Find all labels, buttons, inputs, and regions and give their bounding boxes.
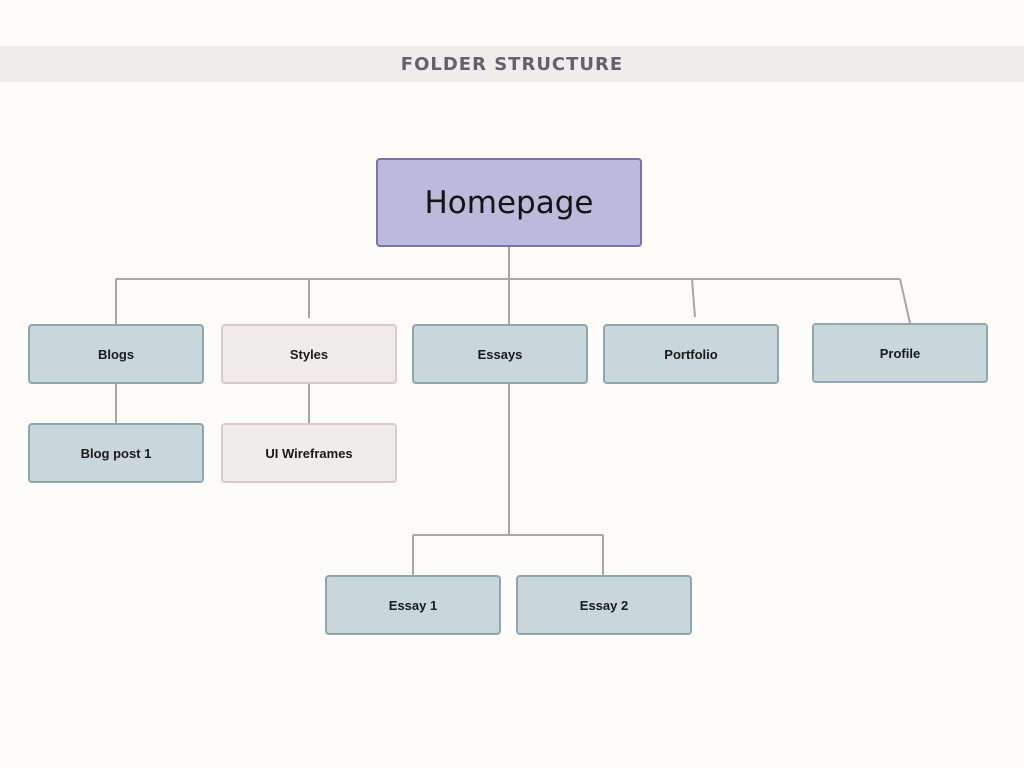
node-ui-wireframes[interactable]: UI Wireframes: [221, 423, 397, 483]
node-essay-1[interactable]: Essay 1: [325, 575, 501, 635]
node-blog-post-1[interactable]: Blog post 1: [28, 423, 204, 483]
connector-to-portfolio: [691, 278, 696, 318]
node-portfolio[interactable]: Portfolio: [603, 324, 779, 384]
node-profile[interactable]: Profile: [812, 323, 988, 383]
node-blogs[interactable]: Blogs: [28, 324, 204, 384]
connector-to-profile: [899, 278, 911, 324]
diagram-title: FOLDER STRUCTURE: [400, 53, 624, 75]
title-band: FOLDER STRUCTURE: [0, 46, 1024, 82]
node-essay-2[interactable]: Essay 2: [516, 575, 692, 635]
node-styles[interactable]: Styles: [221, 324, 397, 384]
node-homepage[interactable]: Homepage: [376, 158, 642, 247]
node-essays[interactable]: Essays: [412, 324, 588, 384]
